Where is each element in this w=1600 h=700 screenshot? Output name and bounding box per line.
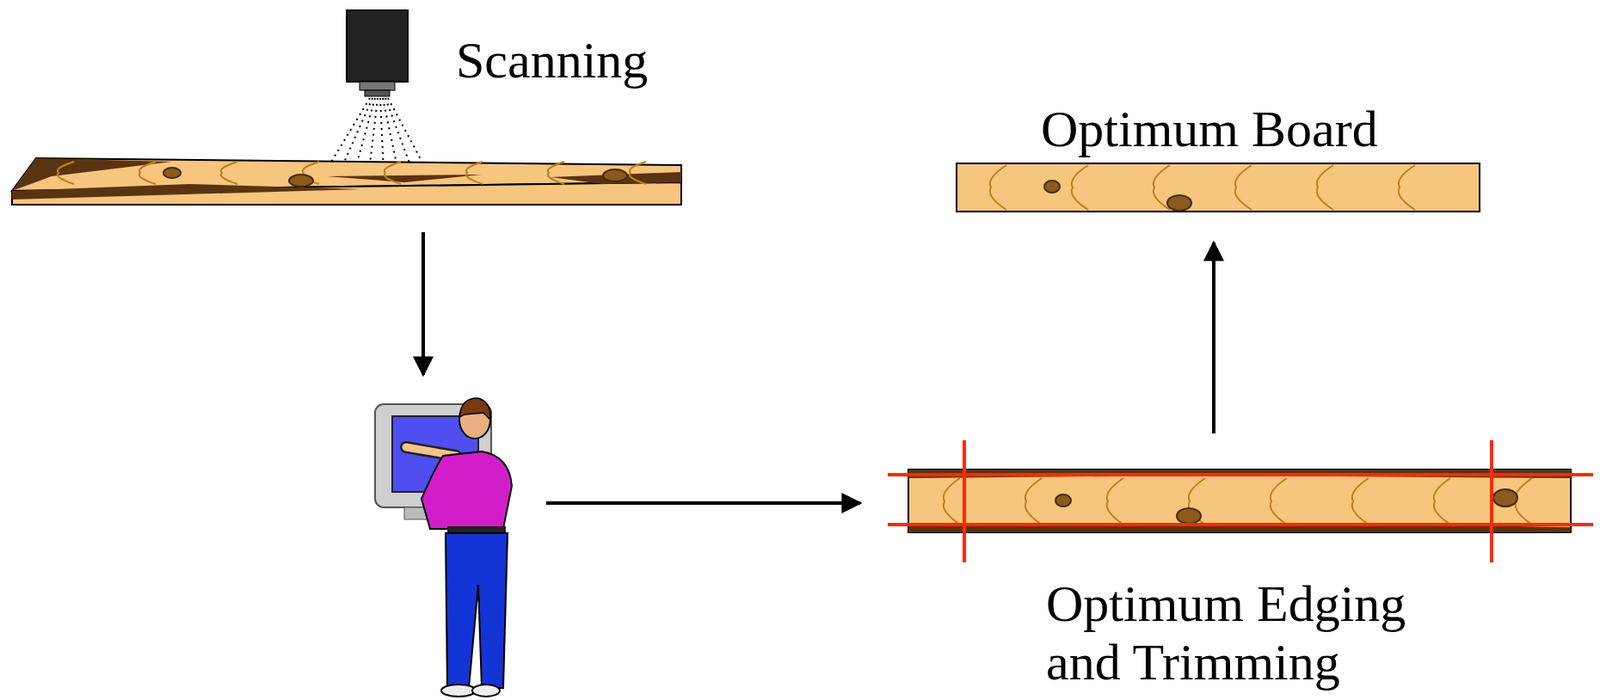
optimum-board bbox=[956, 163, 1480, 212]
wood-grain bbox=[1515, 478, 1533, 525]
wood-grain bbox=[139, 161, 156, 185]
operator-at-computer bbox=[375, 398, 512, 697]
wood-grain bbox=[1107, 478, 1124, 525]
wood-grain bbox=[1071, 165, 1089, 210]
wood-grain bbox=[1270, 478, 1287, 525]
wood-grain bbox=[1352, 478, 1369, 525]
cut-lines bbox=[887, 440, 1594, 563]
step-label: Optimum Edging and Trimming bbox=[1046, 574, 1459, 692]
wood-grain bbox=[629, 161, 647, 185]
wood-grain bbox=[990, 165, 1007, 210]
wood-grain bbox=[466, 161, 483, 185]
camera bbox=[346, 10, 408, 97]
flow-arrow bbox=[1212, 242, 1216, 434]
raw-board bbox=[12, 158, 682, 205]
wood-grain bbox=[1433, 478, 1451, 525]
scan-ray bbox=[369, 98, 378, 173]
wood-grain bbox=[547, 161, 565, 185]
step-label: Scanning bbox=[455, 30, 714, 90]
wood-grain bbox=[1316, 165, 1334, 210]
step-label: Optimum Board bbox=[1040, 99, 1454, 159]
scan-ray bbox=[387, 98, 428, 173]
wood-grain bbox=[221, 161, 238, 185]
flow-arrow bbox=[546, 501, 861, 505]
scan-ray bbox=[385, 98, 413, 173]
scan-ray bbox=[380, 98, 384, 173]
wood-grain bbox=[943, 478, 960, 525]
wood-grain bbox=[384, 161, 401, 185]
edged-board bbox=[887, 440, 1594, 563]
wood-grain bbox=[57, 161, 74, 185]
wood-grain bbox=[1398, 165, 1416, 210]
flow-arrow bbox=[421, 232, 425, 376]
wood-grain bbox=[1235, 165, 1252, 210]
wood-grain bbox=[1025, 478, 1042, 525]
scan-ray bbox=[382, 98, 399, 173]
